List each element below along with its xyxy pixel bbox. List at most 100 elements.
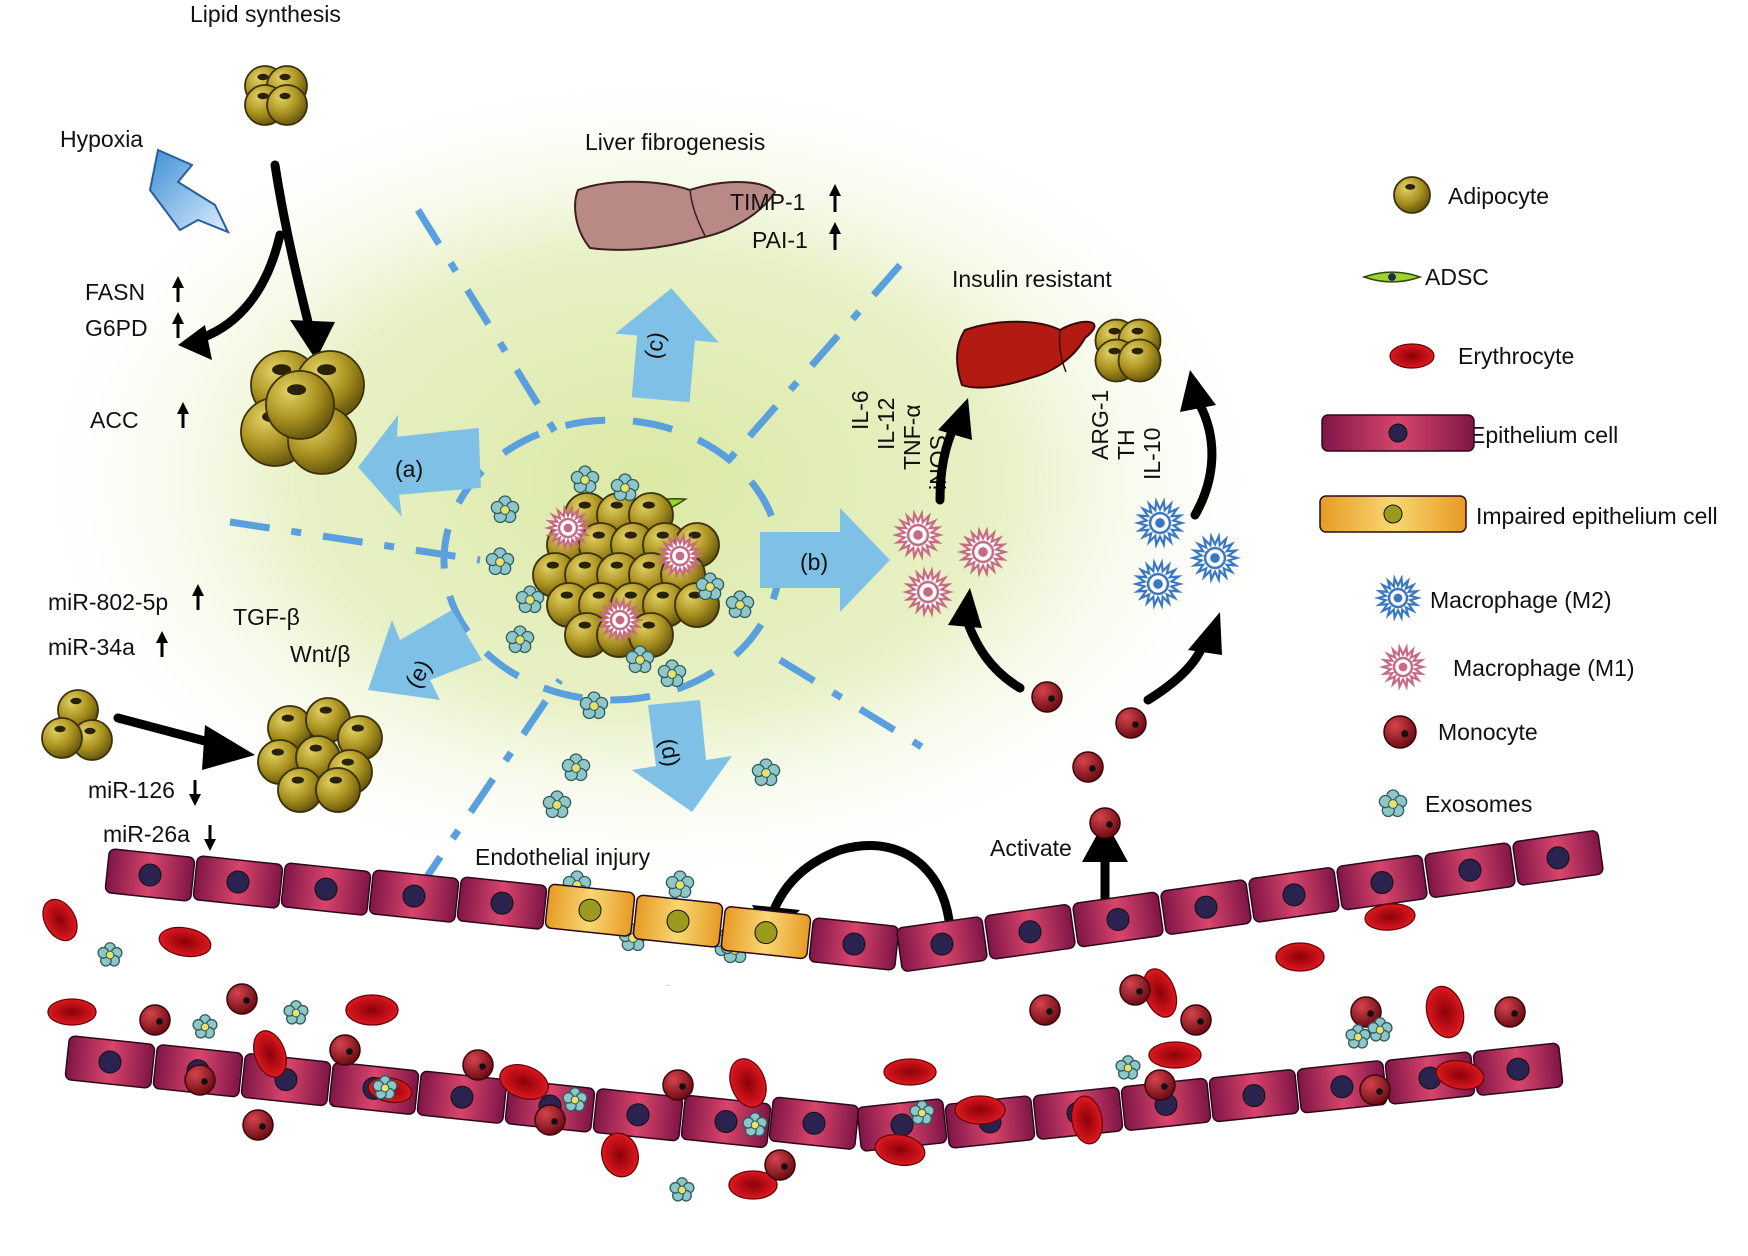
legend-m1-icon: [1378, 643, 1428, 691]
label-arg1: ARG-1: [1087, 390, 1113, 460]
exosome: [657, 659, 687, 688]
m1-macrophage: [901, 566, 955, 618]
m1-macrophage-center: [543, 504, 593, 552]
arrow-b: (b): [760, 508, 890, 612]
impaired-epithelium-cell: [720, 906, 812, 960]
legend-impaired-label: Impaired epithelium cell: [1476, 503, 1718, 529]
exosome: [542, 790, 572, 819]
adipocyte: [266, 84, 308, 126]
adipocyte: [337, 715, 383, 761]
epithelium-cell: [1472, 1042, 1564, 1096]
erythrocyte: [158, 926, 212, 958]
epithelium-cell: [1424, 842, 1516, 898]
m2-macrophage: [1188, 532, 1242, 584]
legend-epithelium-label: Epithelium cell: [1470, 422, 1618, 448]
arrow-d: (d): [632, 700, 732, 812]
adipocyte-cluster-low: [257, 697, 383, 813]
erythrocyte: [874, 1133, 926, 1167]
exosome: [505, 625, 535, 654]
monocyte: [1089, 807, 1121, 839]
blood-vessel: [42, 830, 1604, 1202]
exosome: [751, 758, 781, 787]
legend-m2-label: Macrophage (M2): [1430, 587, 1612, 613]
label-timp1: TIMP-1: [730, 189, 805, 215]
label-tnfa: TNF-α: [899, 404, 925, 470]
adipocyte-top: [244, 65, 308, 126]
monocyte: [242, 1109, 274, 1141]
label-tgfb: TGF-β: [233, 604, 300, 630]
erythrocyte: [1364, 903, 1416, 931]
epithelium-cell: [64, 1035, 156, 1089]
monocyte: [662, 1069, 694, 1101]
label-fasn: FASN: [85, 279, 145, 305]
label-mir126: miR-126: [88, 777, 175, 803]
epithelium-cell: [416, 1070, 508, 1124]
label-insulin-resistant: Insulin resistant: [952, 266, 1112, 292]
erythrocyte: [728, 1170, 778, 1200]
exosome: [192, 1014, 218, 1039]
exosome: [561, 753, 591, 782]
legend-erythrocyte-label: Erythrocyte: [1458, 343, 1574, 369]
legend-adipocyte-icon: [1393, 176, 1431, 214]
epithelium-cell: [808, 917, 900, 971]
epithelium-cell: [104, 848, 196, 902]
adipocyte: [315, 767, 361, 813]
monocyte: [226, 983, 258, 1015]
label-mir802: miR-802-5p: [48, 589, 168, 615]
monocyte: [1119, 974, 1151, 1006]
legend-adsc-label: ADSC: [1425, 264, 1489, 290]
legend-m1-label: Macrophage (M1): [1453, 655, 1635, 681]
erythrocyte: [47, 998, 97, 1026]
label-il12: IL-12: [873, 398, 899, 450]
epithelium-cell: [456, 876, 548, 930]
label-hypoxia: Hypoxia: [60, 126, 143, 152]
exosome: [610, 473, 640, 502]
exosome: [1115, 1055, 1141, 1080]
exosome: [579, 691, 609, 720]
epithelium-cell: [1160, 879, 1252, 935]
exosome: [909, 1100, 935, 1125]
exosome: [1345, 1024, 1371, 1049]
exosome: [562, 1087, 588, 1112]
erythrocyte: [499, 1064, 549, 1100]
adipocyte-cluster-insulin: [1094, 318, 1162, 383]
exosome: [625, 645, 655, 674]
exosome: [97, 942, 123, 967]
monocyte: [534, 1104, 566, 1136]
exosome: [1367, 1017, 1393, 1042]
erythrocyte: [954, 1095, 1006, 1125]
label-il10: IL-10: [1139, 428, 1165, 480]
erythrocyte: [42, 898, 78, 942]
monocyte: [462, 1049, 494, 1081]
adipocyte-cluster-top: [244, 65, 308, 126]
label-pai1: PAI-1: [752, 227, 808, 253]
adipocyte: [564, 612, 610, 658]
label-wnt: Wnt/β: [290, 641, 351, 667]
arrow-a: (a): [358, 414, 481, 517]
legend-monocyte-icon: [1383, 715, 1417, 749]
m1-macrophage: [891, 509, 945, 561]
label-lipid-synthesis: Lipid synthesis: [190, 1, 341, 27]
legend-adsc-icon: [1361, 271, 1423, 283]
exosome: [485, 547, 515, 576]
legend-exosomes-label: Exosomes: [1425, 791, 1532, 817]
up-arrows-lipid: [172, 276, 189, 428]
m2-macrophage: [1133, 497, 1187, 549]
monocyte: [1350, 996, 1382, 1028]
erythrocyte: [1425, 985, 1465, 1039]
tissue-glow: [10, 60, 1290, 900]
epithelium-cell: [1072, 891, 1164, 948]
exosome: [669, 1177, 695, 1202]
label-arrow-c: (c): [639, 330, 669, 361]
impaired-epithelium-cell: [544, 883, 636, 937]
mirna-arrows: [156, 584, 216, 851]
label-arrow-b: (b): [800, 549, 828, 575]
label-activate: Activate: [990, 835, 1072, 861]
exosome: [372, 1075, 398, 1100]
legend-erythrocyte-icon: [1389, 343, 1435, 369]
arrow-e: (e): [368, 610, 482, 700]
epithelium-cell: [1512, 830, 1604, 886]
m1-macrophage: [956, 526, 1010, 578]
legend: Adipocyte ADSC Erythrocyte Epithelium ce…: [1319, 176, 1718, 818]
